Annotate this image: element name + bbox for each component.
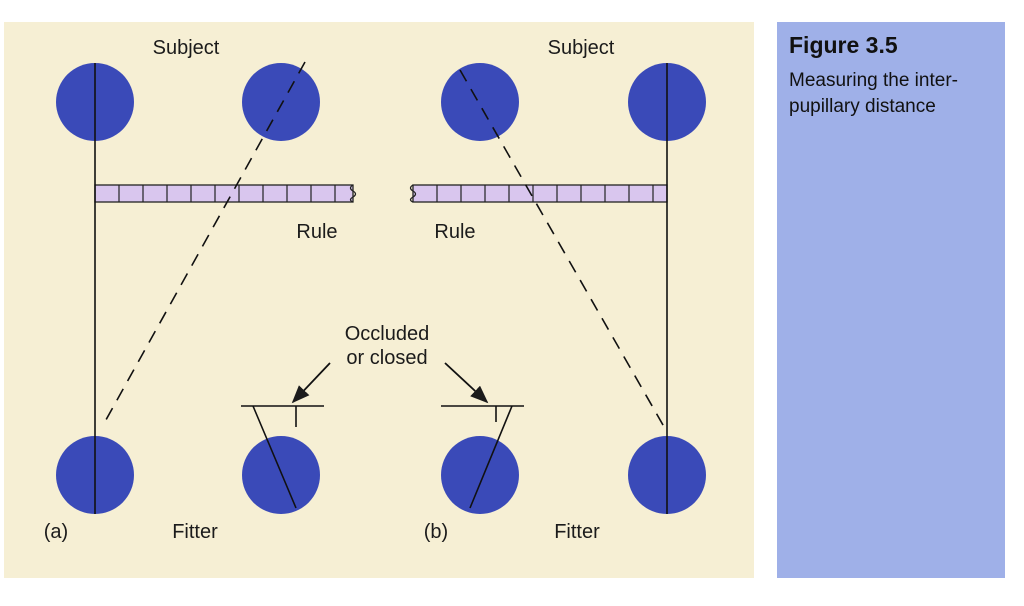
figure-title: Figure 3.5 xyxy=(789,32,898,58)
occluder-b xyxy=(441,405,524,509)
occluded-label-line1: Occluded xyxy=(345,323,430,345)
panel-label-a: (a) xyxy=(44,521,68,543)
rule-b xyxy=(409,184,668,203)
figure-caption: Measuring the inter-pupillary distance xyxy=(789,70,958,117)
fitter-label-left: Fitter xyxy=(172,521,218,543)
occluded-label-line2: or closed xyxy=(346,347,427,369)
rule-a xyxy=(94,184,357,203)
fitter-left-eye-b xyxy=(441,436,519,514)
dashed-sight-line-a xyxy=(101,61,306,428)
diagram-svg: Subject Subject Rule Rule Occluded or cl… xyxy=(44,37,706,543)
arrow-left xyxy=(291,362,331,404)
dashed-sight-line-b xyxy=(459,69,668,433)
subject-right-pupil-a xyxy=(242,63,320,141)
rule-label-left: Rule xyxy=(296,221,337,243)
panel-label-b: (b) xyxy=(424,521,448,543)
subject-left-pupil-b xyxy=(441,63,519,141)
rule-label-right: Rule xyxy=(434,221,475,243)
subject-label-right: Subject xyxy=(548,37,615,59)
occluder-a xyxy=(241,405,324,509)
caption-panel: Figure 3.5 Measuring the inter-pupillary… xyxy=(777,22,1005,578)
fitter-label-right: Fitter xyxy=(554,521,600,543)
diagram-panel: Subject Subject Rule Rule Occluded or cl… xyxy=(4,22,754,578)
fitter-right-eye-a xyxy=(242,436,320,514)
subject-label-left: Subject xyxy=(153,37,220,59)
arrow-right xyxy=(444,362,489,404)
